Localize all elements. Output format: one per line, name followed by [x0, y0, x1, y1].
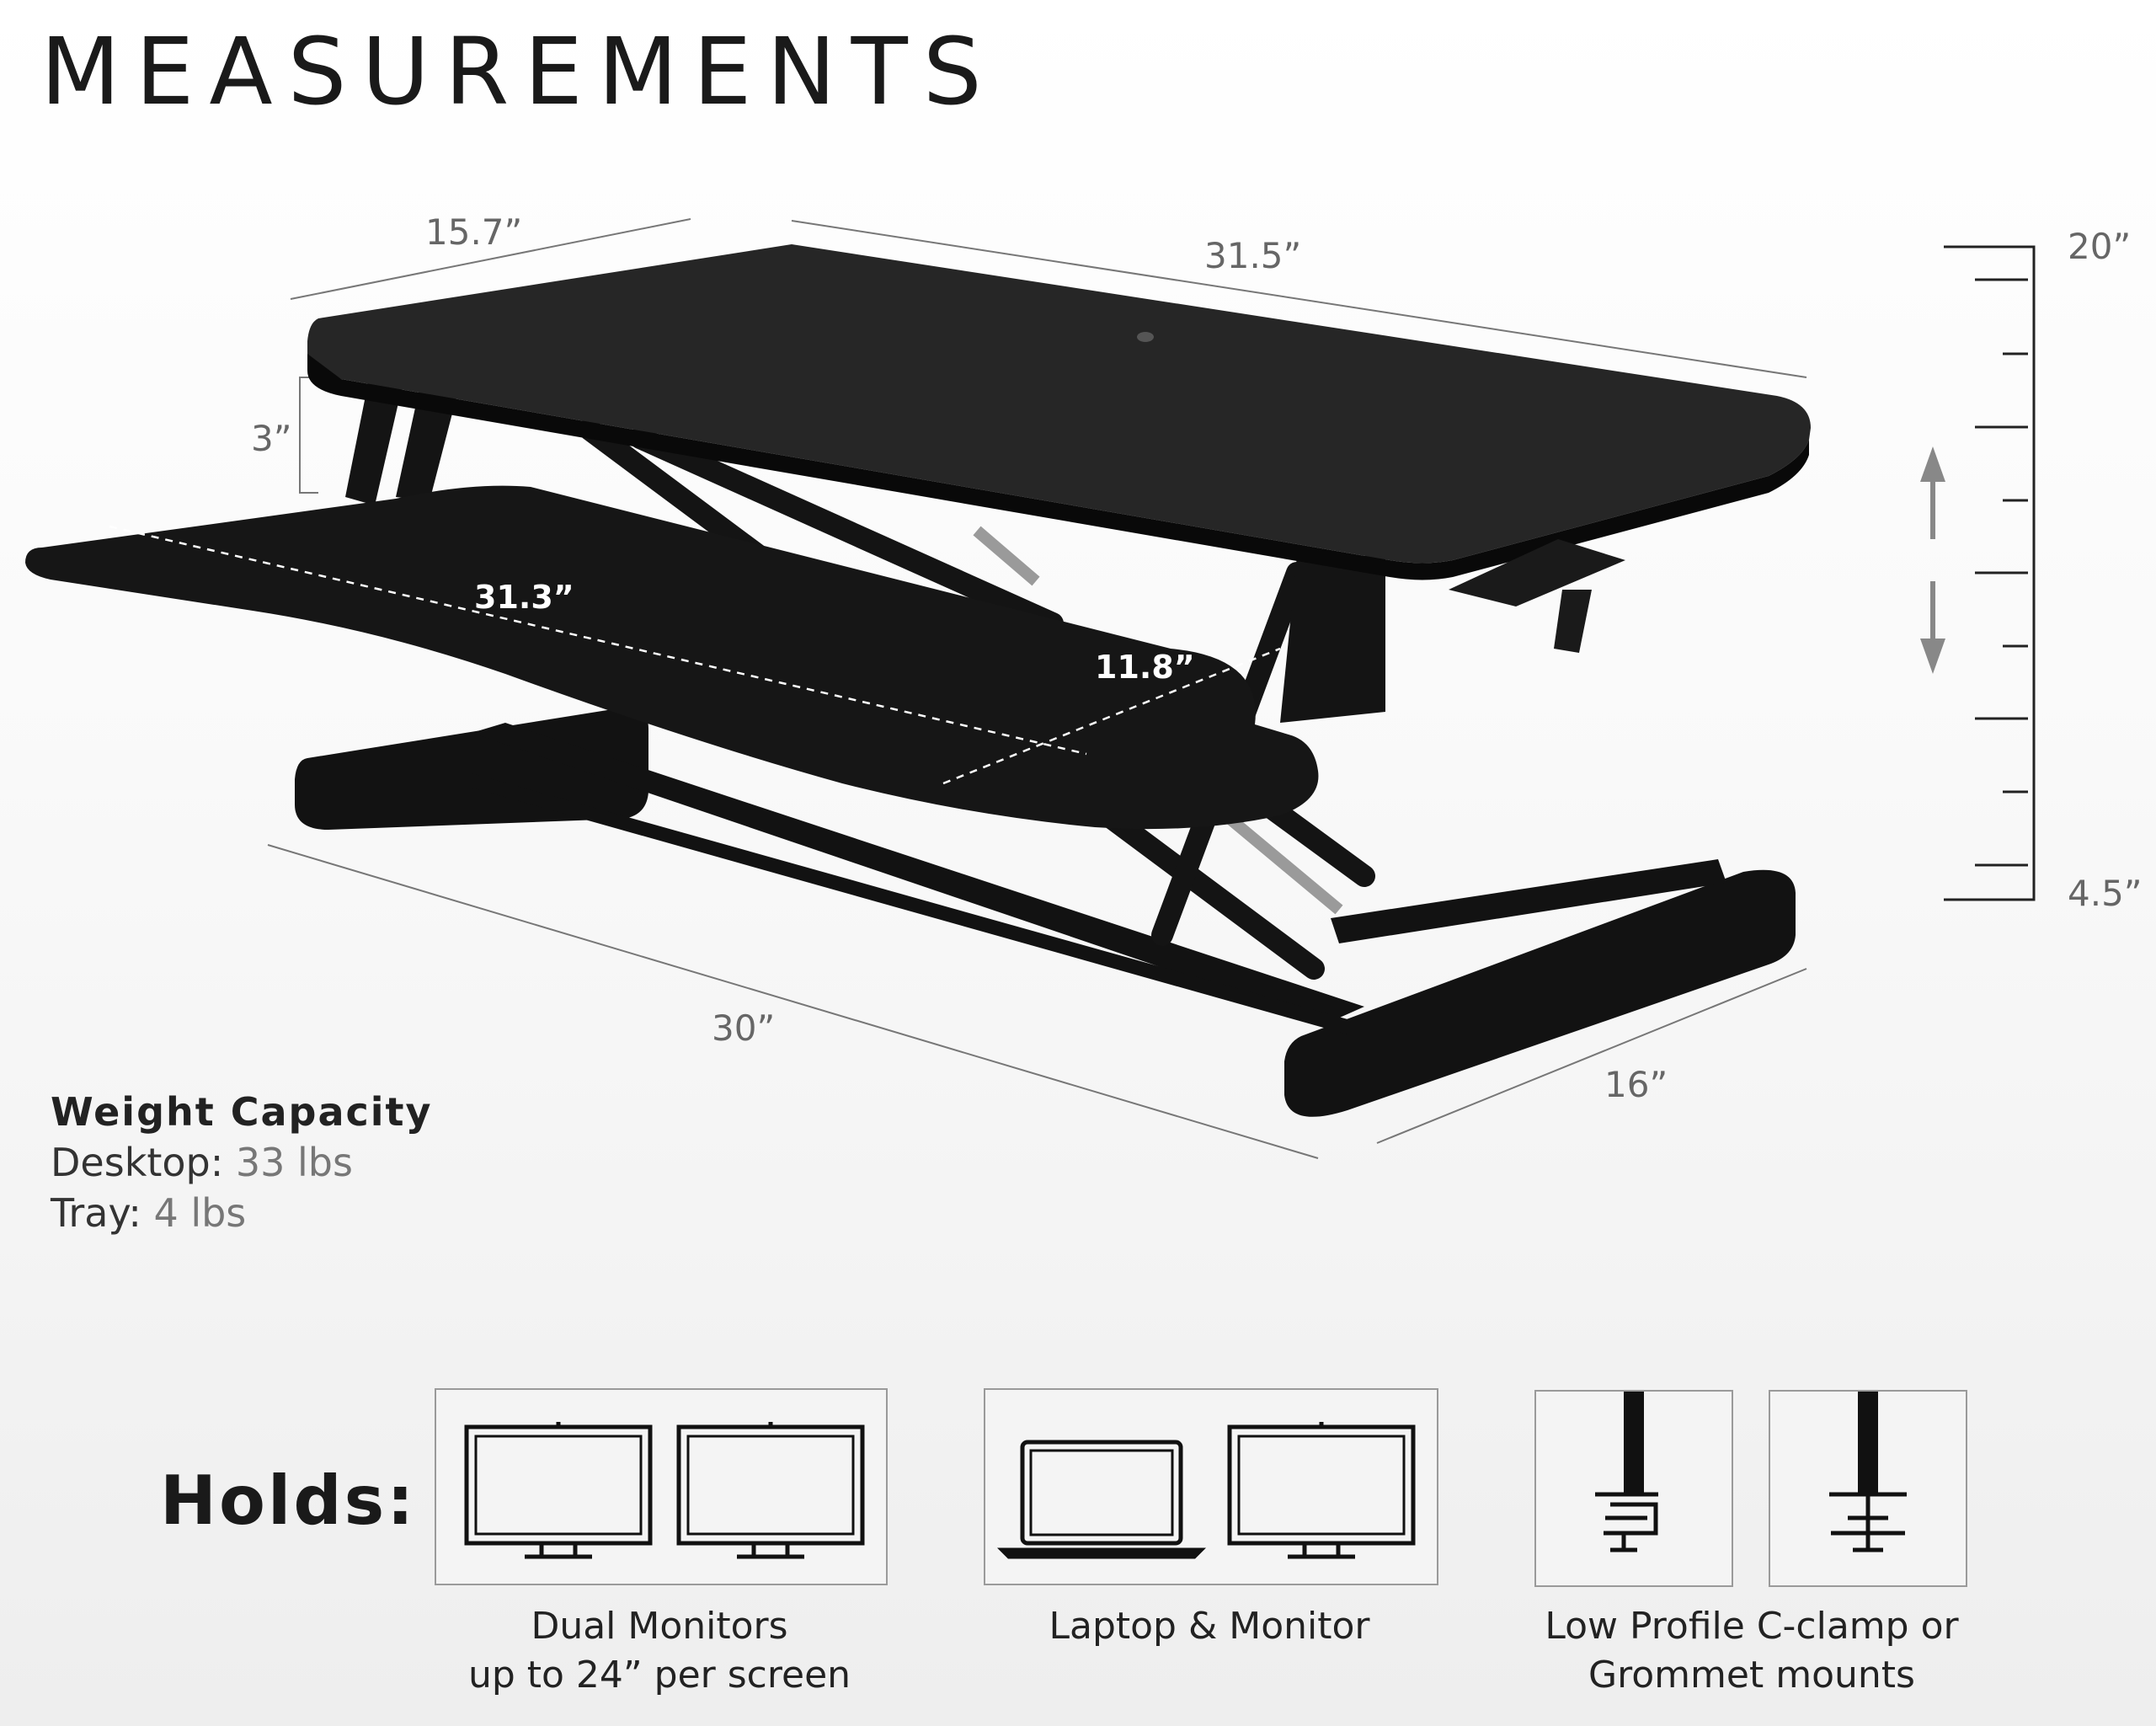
monitor-icon: [464, 1422, 653, 1559]
dim-depth-top: 15.7”: [425, 211, 522, 253]
weight-capacity: Weight Capacity Desktop: 33 lbs Tray: 4 …: [51, 1087, 433, 1238]
tray-capacity-label: Tray:: [51, 1190, 141, 1236]
laptop-monitor-box: [984, 1388, 1438, 1585]
laptop-monitor-caption: Laptop & Monitor: [970, 1602, 1449, 1651]
c-clamp-box: [1534, 1390, 1733, 1587]
keyboard-dimension-lines: [109, 525, 1281, 785]
tray-capacity-value: 4 lbs: [153, 1190, 247, 1236]
desktop-capacity-label: Desktop:: [51, 1140, 224, 1185]
laptop-icon: [996, 1440, 1207, 1559]
dual-monitors-caption: Dual Monitors up to 24” per screen: [421, 1602, 898, 1700]
c-clamp-icon: [1595, 1392, 1658, 1552]
clamp-grommet-caption-line2: Grommet mounts: [1588, 1654, 1915, 1697]
dim-height-min: 4.5”: [2068, 873, 2143, 914]
dim-keyboard-depth: 11.8”: [1095, 649, 1195, 686]
dim-clearance: 3”: [251, 418, 291, 459]
desktop-capacity: Desktop: 33 lbs: [51, 1137, 433, 1188]
weight-capacity-heading: Weight Capacity: [51, 1089, 433, 1135]
holds-label: Holds:: [160, 1461, 417, 1540]
monitor-icon: [676, 1422, 865, 1559]
desktop-surface: [307, 244, 1811, 580]
desk-converter-diagram: 15.7” 31.5” 3” 31.3” 11.8” 30” 16” 20” 4…: [25, 211, 2143, 1159]
dual-monitors-caption-line2: up to 24” per screen: [467, 1654, 851, 1697]
height-scale: [1944, 245, 2036, 901]
monitor-icon: [1227, 1422, 1416, 1559]
laptop-monitor-caption-line1: Laptop & Monitor: [1049, 1605, 1370, 1648]
tray-capacity: Tray: 4 lbs: [51, 1188, 433, 1238]
dim-base-width: 30”: [712, 1007, 775, 1049]
desktop-capacity-value: 33 lbs: [235, 1140, 353, 1185]
clamp-grommet-caption: Low Profile C-clamp or Grommet mounts: [1516, 1602, 1988, 1700]
grommet-box: [1769, 1390, 1967, 1587]
dim-keyboard-width: 31.3”: [474, 579, 574, 616]
height-arrows: [1920, 446, 1945, 674]
dim-height-max: 20”: [2068, 226, 2131, 267]
adjustment-handle: [1449, 539, 1625, 653]
dual-monitors-caption-line1: Dual Monitors: [531, 1605, 788, 1648]
clamp-grommet-caption-line1: Low Profile C-clamp or: [1545, 1605, 1959, 1648]
grommet-icon: [1829, 1392, 1907, 1552]
dual-monitors-box: [435, 1388, 888, 1585]
dim-width-top: 31.5”: [1204, 235, 1301, 276]
page-title: MEASUREMENTS: [40, 18, 997, 126]
desk-base: [295, 707, 1796, 1117]
upper-legs: [345, 371, 1385, 723]
dim-base-depth: 16”: [1604, 1064, 1668, 1105]
